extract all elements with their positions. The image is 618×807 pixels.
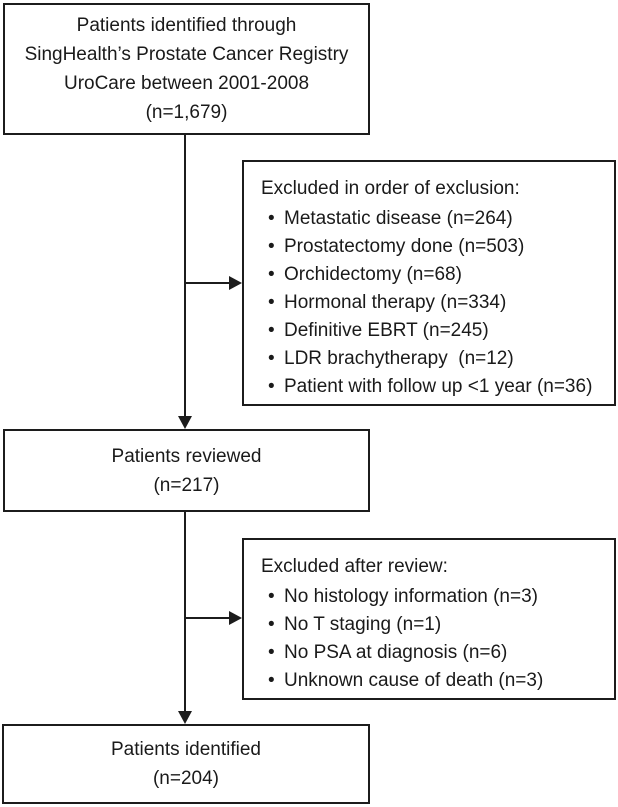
exclusion-2-title: Excluded after review: bbox=[261, 556, 448, 577]
exclusion-1-item: LDR brachytherapy (n=12) bbox=[268, 345, 610, 373]
flow-box-reviewed: Patients reviewed (n=217) bbox=[3, 429, 370, 512]
connector-vertical-2 bbox=[184, 512, 186, 712]
source-count: (n=1,679) bbox=[145, 102, 228, 123]
exclusion-2-item: Unknown cause of death (n=3) bbox=[268, 667, 610, 695]
identified-label: Patients identified bbox=[111, 739, 261, 760]
exclusion-2-item: No histology information (n=3) bbox=[268, 583, 610, 611]
exclusion-2-item: No PSA at diagnosis (n=6) bbox=[268, 639, 610, 667]
flow-box-identified: Patients identified (n=204) bbox=[2, 724, 370, 804]
exclusion-1-item: Orchidectomy (n=68) bbox=[268, 261, 610, 289]
arrowhead-down-2-icon bbox=[178, 711, 192, 724]
exclusion-1-title: Excluded in order of exclusion: bbox=[261, 178, 520, 199]
arrowhead-right-2-icon bbox=[229, 611, 242, 625]
reviewed-label: Patients reviewed bbox=[111, 445, 262, 467]
exclusion-1-item: Metastatic disease (n=264) bbox=[268, 205, 610, 233]
connector-horizontal-2 bbox=[185, 617, 231, 619]
connector-vertical-1 bbox=[184, 135, 186, 418]
source-line-2: SingHealth’s Prostate Cancer Registry bbox=[24, 44, 349, 65]
identified-count: (n=204) bbox=[152, 768, 220, 789]
arrowhead-right-1-icon bbox=[229, 276, 242, 290]
source-line-1: Patients identified through bbox=[76, 15, 297, 36]
exclusion-1-item: Hormonal therapy (n=334) bbox=[268, 289, 610, 317]
exclusion-1-item: Patient with follow up <1 year (n=36) bbox=[268, 373, 610, 401]
exclusion-1-list: Metastatic disease (n=264) Prostatectomy… bbox=[244, 205, 614, 401]
reviewed-count: (n=217) bbox=[153, 474, 220, 496]
flow-box-source: Patients identified through SingHealth’s… bbox=[3, 3, 370, 135]
exclusion-1-item: Prostatectomy done (n=503) bbox=[268, 233, 610, 261]
flow-box-exclusion-2: Excluded after review: No histology info… bbox=[242, 538, 616, 700]
flow-box-exclusion-1: Excluded in order of exclusion: Metastat… bbox=[242, 160, 616, 406]
arrowhead-down-1-icon bbox=[178, 416, 192, 429]
source-line-3: UroCare between 2001-2008 bbox=[63, 73, 310, 94]
exclusion-2-item: No T staging (n=1) bbox=[268, 611, 610, 639]
exclusion-1-item: Definitive EBRT (n=245) bbox=[268, 317, 610, 345]
exclusion-2-list: No histology information (n=3) No T stag… bbox=[244, 583, 614, 695]
connector-horizontal-1 bbox=[185, 282, 231, 284]
